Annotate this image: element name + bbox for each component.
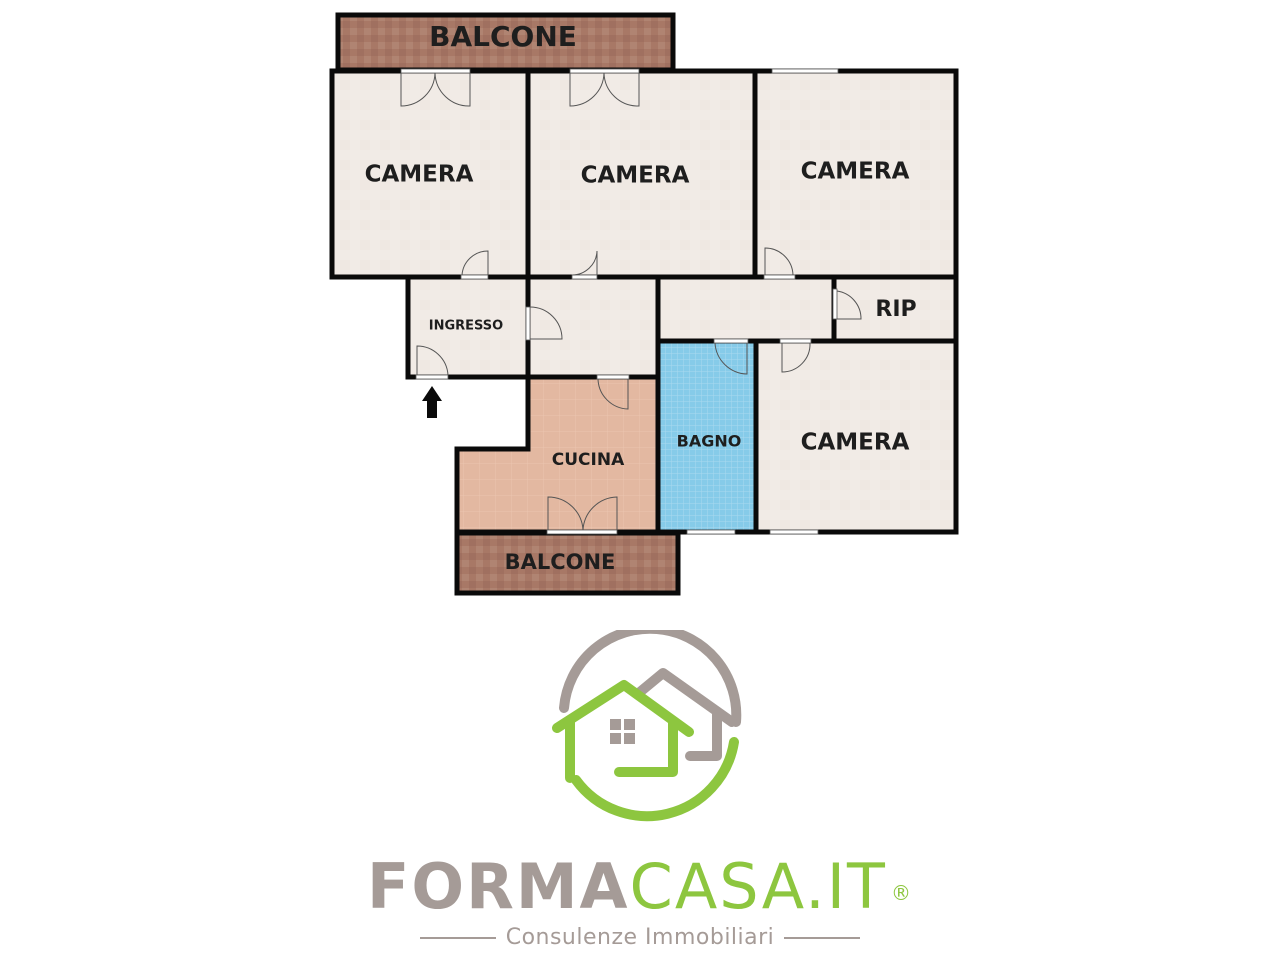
room-bagno: BAGNO <box>660 342 755 531</box>
formacasa-logo-icon <box>552 630 742 822</box>
room-label: CAMERA <box>365 162 474 188</box>
room-rip: RIP <box>835 279 955 340</box>
hallway-left <box>529 279 657 376</box>
room-ingresso: INGRESSO <box>408 279 527 376</box>
room-label: CAMERA <box>801 430 910 456</box>
room-camera-3: CAMERA <box>757 72 955 276</box>
room-label: CUCINA <box>552 450 625 470</box>
registered-mark: ® <box>890 881 913 905</box>
openings <box>400 68 839 535</box>
room-label: BAGNO <box>677 432 742 451</box>
entrance-arrow-icon <box>422 386 442 418</box>
door-swings <box>400 72 862 531</box>
room-label: BALCONE <box>429 20 577 53</box>
room-label: CAMERA <box>801 159 910 185</box>
room-camera-4: CAMERA <box>758 342 955 531</box>
room-camera-1: CAMERA <box>333 72 527 276</box>
brand-name-part1: FORMA <box>367 850 630 923</box>
brand-name: FORMACASA.IT® <box>0 852 1280 922</box>
room-balcone-top: BALCONE <box>335 12 676 73</box>
divider-left <box>419 936 496 939</box>
tagline-text: Consulenze Immobiliari <box>505 925 775 950</box>
room-label: RIP <box>875 297 916 322</box>
room-label: BALCONE <box>505 550 616 574</box>
room-label: CAMERA <box>581 163 690 189</box>
divider-right <box>784 936 861 939</box>
brand-name-part2: CASA.IT <box>629 850 887 923</box>
floor-plan: BALCONE CAMERA CAMERA CAMERA INGRESSO RI… <box>329 12 959 596</box>
room-cucina: CUCINA <box>457 378 657 531</box>
room-label: INGRESSO <box>429 319 503 334</box>
hallway-right <box>660 279 833 340</box>
room-camera-2: CAMERA <box>529 72 754 276</box>
room-balcone-bottom: BALCONE <box>454 530 681 596</box>
walls <box>329 68 959 535</box>
brand-tagline: Consulenze Immobiliari <box>0 925 1280 950</box>
